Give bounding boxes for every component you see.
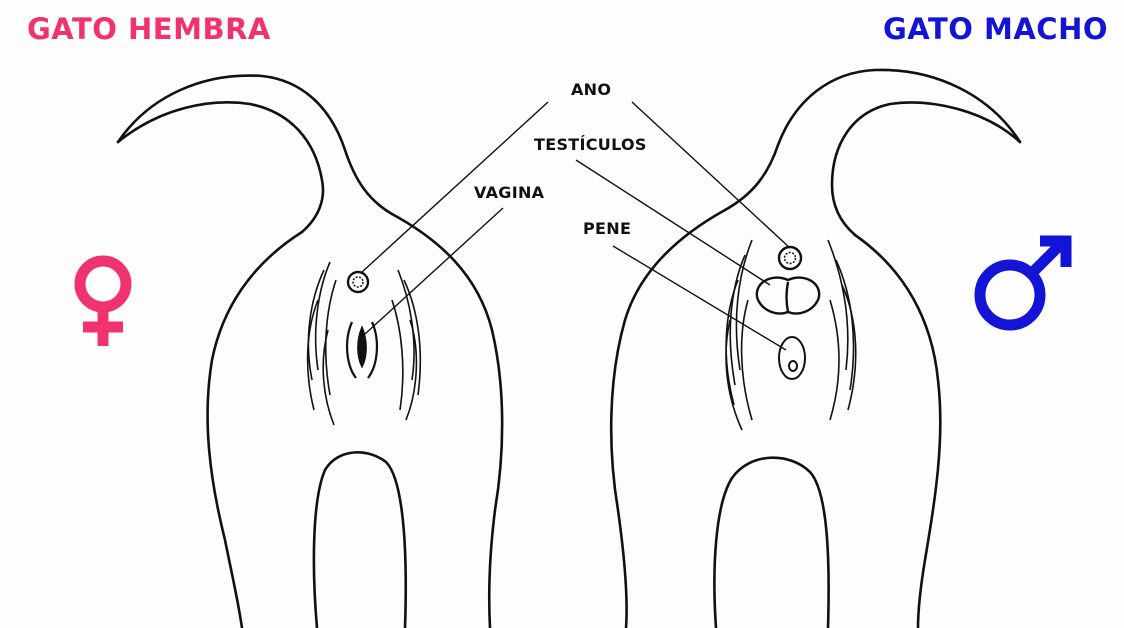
vagina-leader bbox=[364, 207, 504, 335]
male-symbol-icon bbox=[974, 235, 1072, 331]
label-penis: PENE bbox=[583, 219, 632, 238]
male-penis bbox=[778, 336, 806, 380]
penis-leader bbox=[612, 245, 787, 351]
label-anus: ANO bbox=[571, 80, 612, 99]
label-vagina: VAGINA bbox=[474, 183, 545, 202]
female-symbol-icon bbox=[74, 255, 132, 346]
anus-leader-male bbox=[631, 101, 791, 249]
male-cat-title: GATO MACHO bbox=[882, 12, 1108, 46]
female-cat-title: GATO HEMBRA bbox=[27, 12, 271, 46]
male-cat-outline bbox=[609, 68, 1022, 628]
female-cat-outline bbox=[116, 74, 504, 628]
leader-lines bbox=[361, 101, 791, 351]
testicles-leader bbox=[575, 159, 771, 286]
male-testicles bbox=[755, 276, 821, 315]
label-testicles: TESTÍCULOS bbox=[534, 135, 647, 154]
male-fur-strokes bbox=[725, 239, 857, 431]
female-anus bbox=[346, 270, 370, 294]
anus-leader-female bbox=[361, 101, 549, 273]
female-fur-strokes bbox=[306, 261, 422, 426]
male-anus bbox=[777, 245, 803, 271]
female-vulva bbox=[346, 321, 378, 379]
